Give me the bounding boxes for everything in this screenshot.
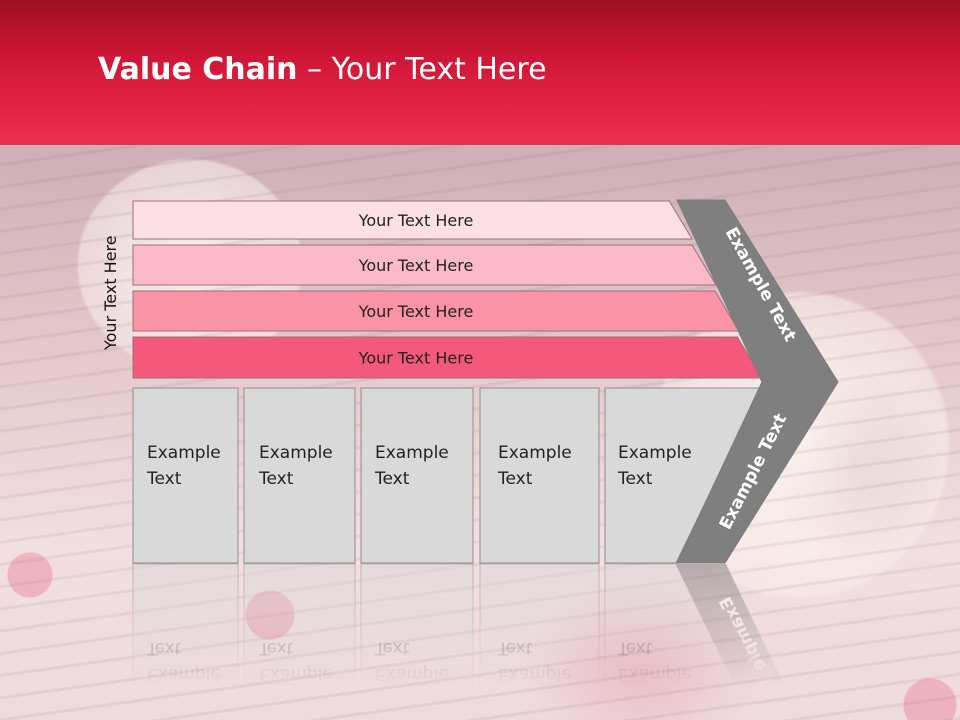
column-text-5-line2: Text (617, 469, 653, 489)
header-bar: Value Chain – Your Text Here (0, 0, 960, 145)
row-label-1: Your Text Here (358, 211, 474, 230)
svg-text:Example: Example (375, 664, 449, 684)
column-text-2-line1: Example (259, 443, 333, 463)
column-box-2 (243, 387, 356, 564)
column-box-4 (479, 387, 600, 564)
column-text-3-line1: Example (375, 443, 449, 463)
row-bar-1 (132, 200, 693, 240)
column-text-3-line2: Text (374, 469, 410, 489)
row-label-2: Your Text Here (358, 256, 474, 275)
column-text-1-line1: Example (147, 443, 221, 463)
chevron-arrow (676, 199, 839, 564)
column-text-4-line2: Text (497, 469, 533, 489)
row-label-4: Your Text Here (358, 349, 474, 368)
row-bar-2 (132, 244, 717, 286)
svg-text:Text: Text (374, 638, 410, 658)
svg-text:Example: Example (259, 664, 333, 684)
slide-title: Value Chain – Your Text Here (98, 52, 547, 87)
svg-text:Text: Text (497, 638, 533, 658)
column-box-1 (132, 387, 239, 564)
svg-text:Example: Example (498, 664, 572, 684)
column-box-3 (360, 387, 474, 564)
svg-text:Text: Text (146, 638, 182, 658)
svg-text:Example: Example (147, 664, 221, 684)
svg-text:Example: Example (618, 664, 692, 684)
title-bold: Value Chain (98, 52, 298, 87)
svg-text:Text: Text (617, 638, 653, 658)
column-text-1-line2: Text (146, 469, 182, 489)
diagram-reflection: Example Text Example Text Example Text Exam… (132, 563, 801, 720)
column-text-4-line1: Example (498, 443, 572, 463)
column-box-5 (604, 387, 762, 564)
svg-text:Text: Text (258, 638, 294, 658)
row-label-3: Your Text Here (358, 302, 474, 321)
column-text-5-line1: Example (618, 443, 692, 463)
column-text-2-line2: Text (258, 469, 294, 489)
title-rest: – Your Text Here (297, 52, 547, 87)
